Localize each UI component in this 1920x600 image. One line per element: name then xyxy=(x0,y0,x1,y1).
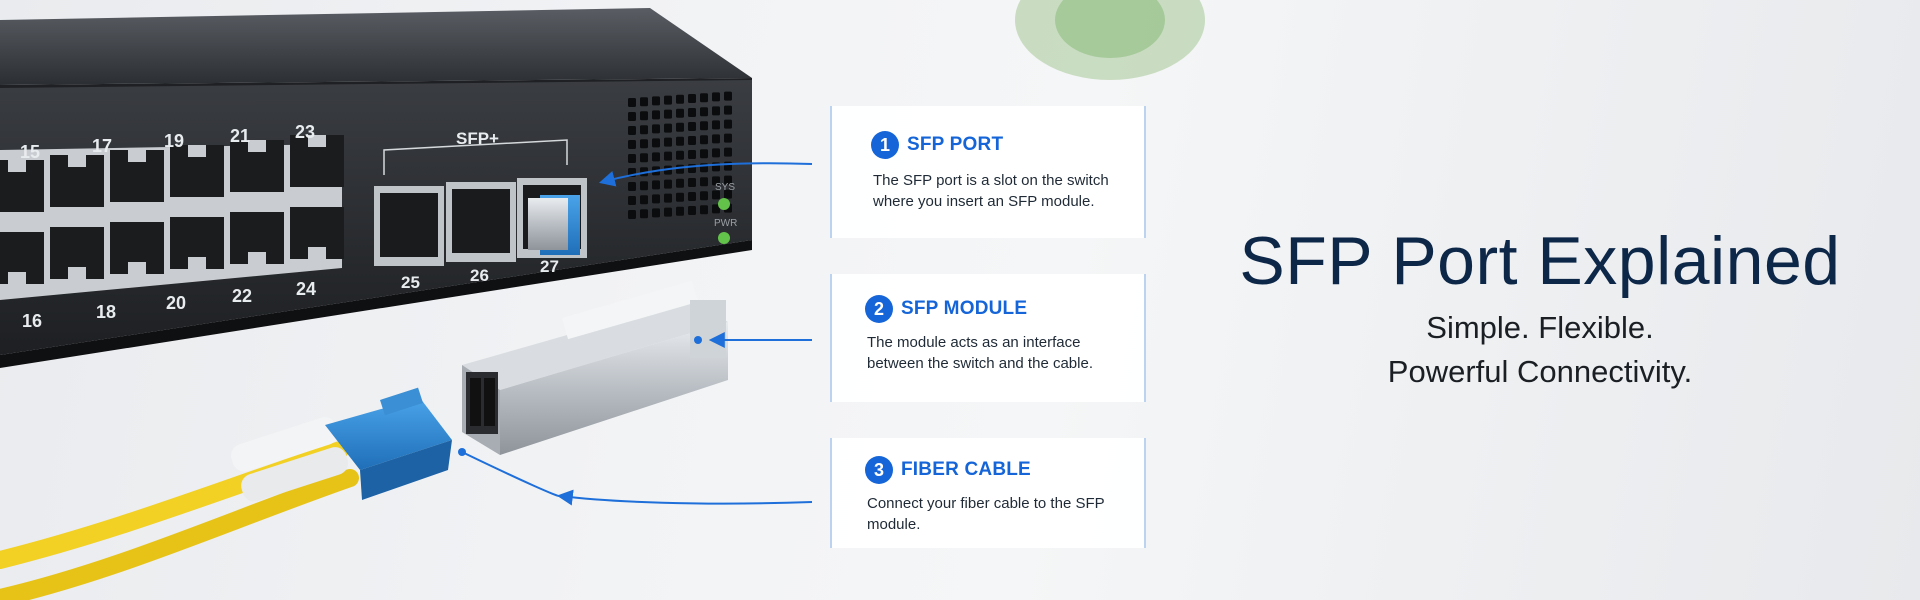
sfp-group-label: SFP+ xyxy=(456,129,499,148)
sfp-module xyxy=(462,280,728,455)
callout-description: The module acts as an interface between … xyxy=(867,334,1093,372)
rj45-port xyxy=(170,145,224,197)
hero-title: SFP Port Explained xyxy=(1239,223,1841,299)
lc-connector xyxy=(325,387,452,500)
callout-3-arrow xyxy=(461,451,561,498)
callout-title: SFP MODULE xyxy=(901,298,1028,319)
callout-description: The SFP port is a slot on the switch whe… xyxy=(873,172,1109,210)
callout-1-arrow xyxy=(598,162,813,187)
rj45-port xyxy=(50,227,104,279)
vent-grid xyxy=(628,91,732,219)
rj45-port xyxy=(290,135,344,187)
callout-title: FIBER CABLE xyxy=(901,459,1031,480)
sfp-cage-25 xyxy=(374,186,444,266)
rj45-port xyxy=(110,150,164,202)
led-sys xyxy=(718,198,730,210)
step-number-badge: 1 xyxy=(871,131,899,159)
rj45-port xyxy=(0,232,44,284)
port-number-top: 15 xyxy=(20,142,40,162)
led-label-sys: SYS xyxy=(715,182,735,193)
callout-title: SFP PORT xyxy=(907,134,1004,155)
callout-fiber-cable: 3 FIBER CABLE Connect your fiber cable t… xyxy=(830,438,1146,548)
sfp-cage-27 xyxy=(517,178,587,258)
rj45-port xyxy=(50,155,104,207)
fiber-cable xyxy=(0,387,452,600)
rj45-port xyxy=(170,217,224,269)
port-number-top: 17 xyxy=(92,136,112,156)
port-number-bottom: 20 xyxy=(166,293,186,313)
callout-sfp-port: 1 SFP PORT The SFP port is a slot on the… xyxy=(830,106,1146,238)
rj45-port xyxy=(110,222,164,274)
hero-subtitle-line-2: Powerful Connectivity. xyxy=(1387,354,1693,389)
rj45-port xyxy=(0,160,44,212)
rj45-port xyxy=(230,140,284,192)
step-number-badge: 2 xyxy=(865,295,893,323)
callout-sfp-module: 2 SFP MODULE The module acts as an inter… xyxy=(830,274,1146,402)
rj45-port xyxy=(290,207,344,259)
rj45-port xyxy=(230,212,284,264)
hero-block: SFP Port Explained Simple. Flexible. Pow… xyxy=(1205,222,1875,394)
hero-subtitle-line-1: Simple. Flexible. xyxy=(1426,310,1654,345)
hero-subtitle: Simple. Flexible. Powerful Connectivity. xyxy=(1205,306,1875,394)
led-label-pwr: PWR xyxy=(714,218,737,229)
port-number-top: 23 xyxy=(295,122,315,142)
port-number-bottom: 24 xyxy=(296,279,316,299)
sfp-port-number: 26 xyxy=(470,266,489,285)
led-pwr xyxy=(718,232,730,244)
network-switch: 15 17 19 21 23 16 18 20 22 24 SFP+ xyxy=(0,8,752,368)
sfp-port-number: 25 xyxy=(401,273,420,292)
sfp-port-number: 27 xyxy=(540,257,559,276)
sfp-cage-26 xyxy=(446,182,516,262)
port-number-top: 19 xyxy=(164,131,184,151)
port-number-bottom: 18 xyxy=(96,302,116,322)
port-number-top: 21 xyxy=(230,126,250,146)
callout-description: Connect your fiber cable to the SFP modu… xyxy=(867,495,1105,533)
port-number-bottom: 16 xyxy=(22,311,42,331)
step-number-badge: 3 xyxy=(865,456,893,484)
port-number-bottom: 22 xyxy=(232,286,252,306)
